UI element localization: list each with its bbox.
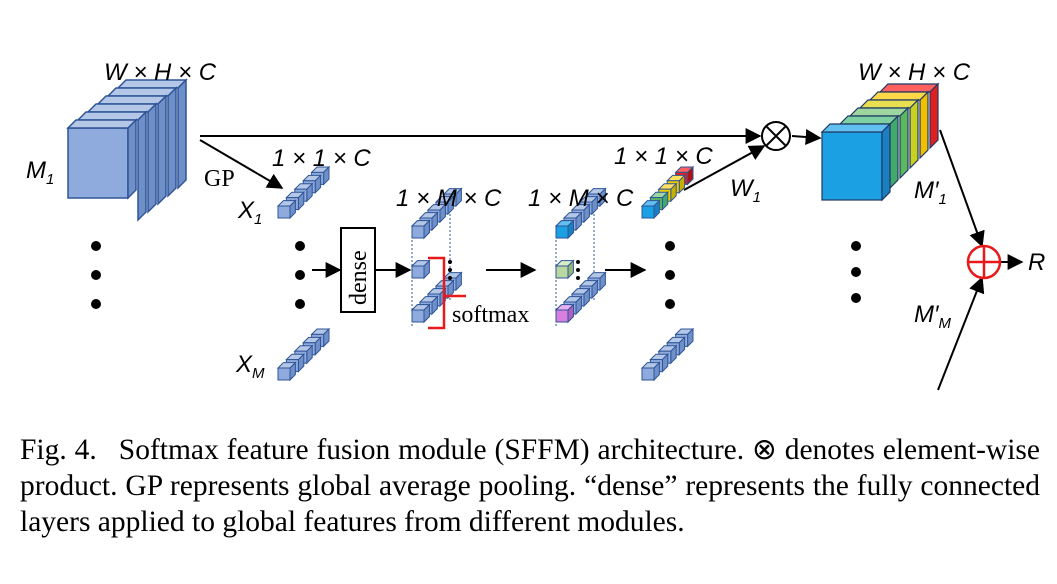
m1-label: M1 (26, 157, 54, 188)
output-size-label: W × H × C (858, 59, 971, 86)
x1-label: X1 (237, 197, 262, 228)
input-feature-map (66, 78, 188, 222)
mm-prime-label: M′M (914, 301, 952, 332)
stacked-features (410, 187, 463, 328)
w1-label: W1 (730, 175, 761, 206)
vector-x1 (276, 165, 331, 220)
stack-size-label-2: 1 × M × C (528, 185, 634, 212)
softmax-weights (554, 187, 607, 328)
gp-label: GP (204, 166, 235, 192)
softmax-label: softmax (452, 302, 529, 328)
stack-size-label-1: 1 × M × C (396, 185, 502, 212)
vec-size-label: 1 × 1 × C (272, 145, 371, 172)
softmax-bracket (428, 256, 466, 330)
sum-operator-icon (966, 244, 1002, 280)
vector-xm (276, 327, 331, 382)
dense-layer-box: dense (340, 227, 376, 313)
vector-weight-1 (640, 165, 695, 220)
dense-label: dense (346, 250, 372, 305)
output-feature-map (820, 82, 940, 202)
weight-size-label: 1 × 1 × C (614, 143, 713, 170)
ellipsis-dots (91, 241, 861, 309)
input-size-label: W × H × C (104, 59, 217, 86)
sffm-diagram: dense W × H × C W × H × C M1 GP 1 × 1 × … (26, 59, 1045, 391)
figure-caption: Fig. 4.Softmax feature fusion module (SF… (20, 432, 1040, 540)
vector-weight-m (640, 327, 695, 382)
xm-label: XM (235, 351, 265, 382)
arrows (199, 128, 1024, 391)
caption-text: Softmax feature fusion module (SFFM) arc… (20, 434, 1040, 538)
figure-number: Fig. 4. (20, 434, 97, 466)
multiply-operator-icon (761, 121, 791, 151)
m1-prime-label: M′1 (914, 177, 947, 208)
result-label: R (1028, 249, 1045, 276)
